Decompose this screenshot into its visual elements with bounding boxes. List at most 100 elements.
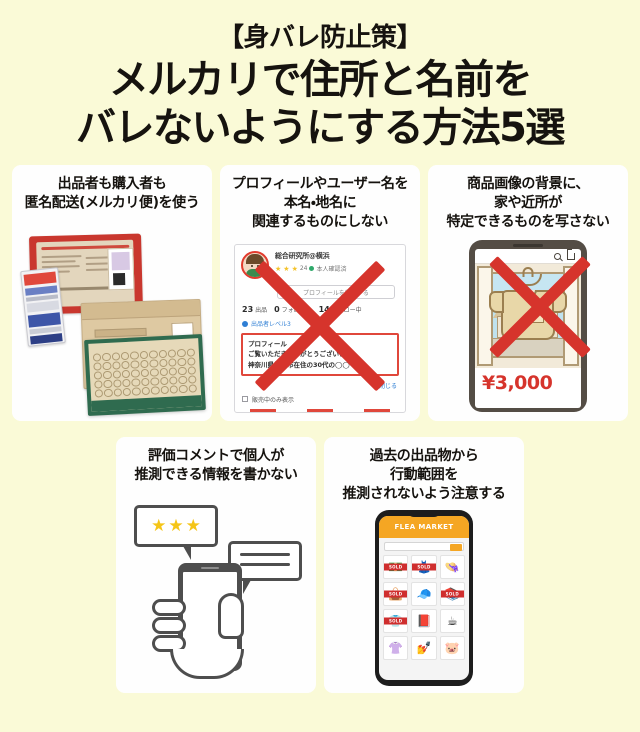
- star-icon: ★: [185, 516, 201, 537]
- star-icon: ★: [151, 516, 167, 537]
- card-heading: 出品者も購入者も 匿名配送(メルカリ便)を使う: [25, 175, 200, 213]
- profile-header: 総合研究所@横浜 ★ ★ ★ 24 本人確認済: [235, 245, 405, 280]
- product-icon: ☕: [446, 614, 458, 629]
- sold-badge: SOLD: [384, 563, 408, 571]
- product-grid: 💵SOLD 👗SOLD 👒 👜SOLD 🧢 📚SOLD 👕SOLD 📕 ☕ 👚 …: [379, 555, 469, 664]
- card-anonymous-shipping[interactable]: 出品者も購入者も 匿名配送(メルカリ便)を使う: [12, 165, 212, 422]
- curtain-left: [477, 266, 493, 367]
- bottom-tabs[interactable]: [235, 409, 405, 413]
- level-badge-icon: [242, 320, 248, 327]
- card-past-listings-area[interactable]: 過去の出品物から 行動範囲を 推測されないよう注意する FLEA MARKET …: [324, 437, 524, 694]
- card-heading: 過去の出品物から 行動範囲を 推測されないよう注意する: [343, 447, 506, 504]
- mercari-profile-screenshot: 総合研究所@横浜 ★ ★ ★ 24 本人確認済 プロフィールを編集する: [226, 236, 414, 415]
- profile-stats: 23 出品 0 フォロワー 14 フォロー中: [235, 299, 405, 314]
- product-icon: 👒: [444, 560, 460, 575]
- product-icon: 💅: [416, 641, 432, 656]
- heading-line: 匿名配送(メルカリ便)を使う: [24, 195, 200, 212]
- close-link[interactable]: 閉じる: [378, 382, 397, 390]
- heading-line: 出品者も購入者も: [57, 176, 167, 193]
- tshirt-product: [489, 290, 567, 341]
- stat-item: 0 フォロワー: [274, 305, 312, 315]
- product-cell[interactable]: 👚: [383, 636, 409, 661]
- heading-line: 過去の出品物から: [369, 448, 479, 465]
- stat-item: 14 フォロー中: [318, 305, 362, 315]
- heading-line: 評価コメントで個人が: [147, 448, 284, 465]
- filter-checkbox[interactable]: 販売中のみ表示: [235, 390, 405, 404]
- seller-level: 出品者レベル3: [235, 314, 405, 328]
- phone-listing-illustration: ¥3,000: [434, 236, 622, 415]
- heading-line: 家や近所が: [493, 195, 562, 212]
- checkbox-icon[interactable]: [242, 396, 248, 403]
- card-listing-photo-background[interactable]: 商品画像の背景に、 家や近所が 特定できるものを写さない: [428, 165, 628, 422]
- card-heading: 評価コメントで個人が 推測できる情報を書かない: [135, 447, 298, 485]
- filter-label: 販売中のみ表示: [252, 396, 295, 404]
- product-cell[interactable]: 👒: [439, 555, 465, 580]
- phone-mockup: FLEA MARKET 💵SOLD 👗SOLD 👒 👜SOLD 🧢 📚SOLD …: [375, 510, 473, 687]
- card-heading: プロフィールやユーザー名を 本名・地名に 関連するものにしない: [231, 175, 409, 232]
- bio-line: 神奈川県横浜市在住の30代の◯◯です。: [248, 360, 369, 369]
- phone-screen: FLEA MARKET 💵SOLD 👗SOLD 👒 👜SOLD 🧢 📚SOLD …: [379, 516, 469, 681]
- listing-price: ¥3,000: [482, 372, 553, 395]
- phone-speaker: [201, 567, 219, 570]
- product-cell[interactable]: 💅: [411, 636, 437, 661]
- phone-notch: [407, 510, 441, 518]
- product-cell[interactable]: 👕SOLD: [383, 609, 409, 634]
- heading-line: 行動範囲を: [389, 467, 458, 484]
- star-icon: ★: [275, 264, 282, 273]
- hand-illustration: [152, 593, 250, 680]
- flea-market-app-illustration: FLEA MARKET 💵SOLD 👗SOLD 👒 👜SOLD 🧢 📚SOLD …: [330, 508, 518, 687]
- title-bracket: 【身バレ防止策】: [217, 23, 423, 53]
- product-cell[interactable]: 👗SOLD: [411, 555, 437, 580]
- comment-lines: [231, 544, 299, 575]
- product-cell[interactable]: 🐷: [439, 636, 465, 661]
- card-row-1: 出品者も購入者も 匿名配送(メルカリ便)を使う: [0, 165, 640, 422]
- profile-rating: ★ ★ ★ 24 本人確認済: [275, 264, 347, 274]
- shipping-label-strip: [20, 267, 66, 348]
- card-profile-username[interactable]: プロフィールやユーザー名を 本名・地名に 関連するものにしない 総合研究所@横浜…: [220, 165, 420, 422]
- rating-count: 24: [299, 265, 308, 273]
- search-icon[interactable]: [554, 252, 561, 260]
- card-row-2: 評価コメントで個人が 推測できる情報を書かない ★ ★ ★: [0, 437, 640, 694]
- heading-line: 推測されないよう注意する: [342, 486, 506, 503]
- page-title: 【身バレ防止策】 メルカリで住所と名前を バレないようにする方法5選: [0, 0, 640, 151]
- sold-badge: SOLD: [412, 563, 436, 571]
- sold-badge: SOLD: [384, 590, 408, 598]
- search-input[interactable]: [384, 542, 464, 552]
- title-line-2: バレないようにする方法5選: [76, 104, 565, 151]
- product-cell[interactable]: 📚SOLD: [439, 582, 465, 607]
- heading-line: プロフィールやユーザー名を: [231, 176, 409, 193]
- search-icon[interactable]: [450, 544, 462, 552]
- sold-badge: SOLD: [384, 617, 408, 625]
- product-cell[interactable]: 👜SOLD: [383, 582, 409, 607]
- envelope-pattern: [92, 348, 197, 398]
- star-icon: ★: [168, 516, 184, 537]
- curtain-right: [563, 266, 579, 367]
- profile-display-name: 総合研究所@横浜: [275, 252, 330, 261]
- review-illustration: ★ ★ ★: [122, 489, 310, 687]
- star-icon: ★: [283, 264, 290, 273]
- sold-badge: SOLD: [440, 590, 464, 598]
- wrist: [170, 649, 244, 680]
- phone-mockup: ¥3,000: [469, 240, 587, 413]
- product-cell[interactable]: 📕: [411, 609, 437, 634]
- product-cell[interactable]: 🧢: [411, 582, 437, 607]
- stamp-area: [107, 248, 135, 291]
- thumb: [218, 593, 244, 640]
- verified-label: 本人確認済: [316, 266, 347, 274]
- app-header: FLEA MARKET: [379, 516, 469, 539]
- product-cell[interactable]: 💵SOLD: [383, 555, 409, 580]
- profile-bio-box: プロフィール ご覧いただきありがとうございます! 神奈川県横浜市在住の30代の◯…: [241, 333, 399, 376]
- product-icon: 🐷: [444, 641, 460, 656]
- edit-profile-button[interactable]: プロフィールを編集する: [277, 285, 395, 300]
- stat-item: 23 出品: [242, 305, 268, 315]
- cart-icon[interactable]: [567, 249, 575, 260]
- card-review-comments[interactable]: 評価コメントで個人が 推測できる情報を書かない ★ ★ ★: [116, 437, 316, 694]
- star-rating: ★ ★ ★: [137, 508, 215, 544]
- avatar: [241, 251, 269, 280]
- product-cell[interactable]: ☕: [439, 609, 465, 634]
- heading-line: 特定できるものを写さない: [446, 214, 610, 231]
- bio-line: ご覧いただきありがとうございます!: [248, 350, 355, 359]
- heading-line: 関連するものにしない: [252, 214, 388, 231]
- heading-line: 本名・地名に: [283, 195, 357, 212]
